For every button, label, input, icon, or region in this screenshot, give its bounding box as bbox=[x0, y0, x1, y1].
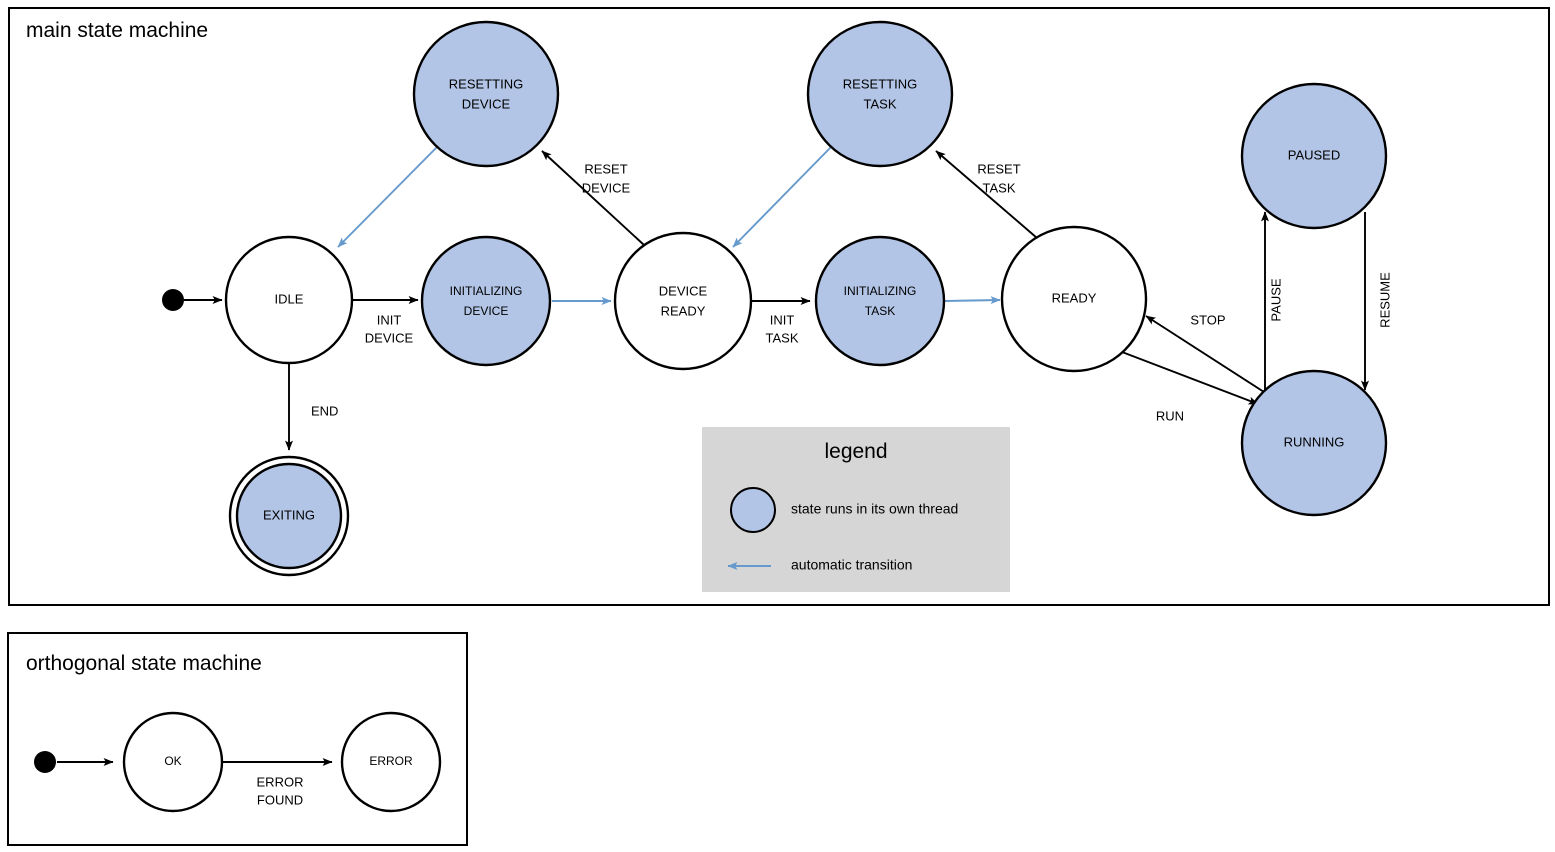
state-device-ready-label-line2: READY bbox=[661, 303, 706, 318]
edge-label-init-device-line2: DEVICE bbox=[365, 330, 414, 345]
orthogonal-transitions: ERROR FOUND bbox=[57, 758, 333, 807]
transition-ready-to-resetting-task bbox=[935, 150, 1038, 239]
edge-label-reset-task-line2: TASK bbox=[983, 180, 1016, 195]
state-device-ready-shape[interactable] bbox=[613, 231, 753, 371]
main-transitions: INIT DEVICE RESET DEVICE INIT TASK RESET… bbox=[184, 146, 1392, 451]
state-running-shape[interactable] bbox=[1240, 369, 1388, 517]
orthogonal-states: OK ERROR bbox=[34, 711, 442, 813]
transition-ready-to-running bbox=[1121, 351, 1259, 405]
edge-label-resume: RESUME bbox=[1377, 272, 1392, 328]
transition-device-ready-to-resetting-device bbox=[541, 150, 645, 246]
edge-label-end: END bbox=[311, 403, 338, 418]
state-resetting-device-shape[interactable] bbox=[412, 20, 560, 168]
state-resetting-device-label-line2: DEVICE bbox=[462, 96, 511, 111]
state-error-shape[interactable] bbox=[340, 711, 442, 813]
state-ready-shape[interactable] bbox=[1000, 225, 1148, 373]
state-initializing-device-shape[interactable] bbox=[420, 235, 552, 367]
edge-label-init-task-line2: TASK bbox=[766, 330, 799, 345]
start-state-marker bbox=[162, 289, 184, 311]
edge-label-pause: PAUSE bbox=[1268, 278, 1283, 321]
state-device-ready[interactable]: DEVICE READY bbox=[613, 231, 753, 371]
legend-thread-circle-icon bbox=[730, 487, 776, 533]
transition-running-to-ready bbox=[1145, 315, 1265, 393]
edge-label-reset-device-line2: DEVICE bbox=[582, 180, 631, 195]
state-idle-shape[interactable] bbox=[224, 235, 354, 365]
state-ok[interactable]: OK bbox=[122, 711, 224, 813]
state-idle[interactable]: IDLE bbox=[224, 235, 354, 365]
orthogonal-start-state-marker bbox=[34, 751, 56, 773]
state-ready[interactable]: READY bbox=[1000, 225, 1148, 373]
edge-label-stop: STOP bbox=[1190, 312, 1225, 327]
edge-label-error-found-line2: FOUND bbox=[257, 792, 303, 807]
state-resetting-task[interactable]: RESETTING TASK bbox=[806, 20, 954, 168]
orthogonal-state-machine-frame: orthogonal state machine ERROR FOUND OK … bbox=[7, 632, 468, 846]
edge-label-reset-task-line1: RESET bbox=[977, 161, 1020, 176]
state-ready-label: READY bbox=[1052, 290, 1097, 305]
state-ok-label: OK bbox=[164, 754, 181, 768]
state-exiting-shape[interactable] bbox=[235, 462, 343, 570]
edge-label-reset-device-line1: RESET bbox=[584, 161, 627, 176]
state-running-label: RUNNING bbox=[1284, 434, 1345, 449]
state-initializing-task-label-line2: TASK bbox=[865, 304, 895, 318]
orthogonal-frame-title: orthogonal state machine bbox=[26, 652, 262, 675]
transition-initializing-task-to-ready bbox=[944, 296, 1001, 305]
state-error-label: ERROR bbox=[369, 754, 413, 768]
state-resetting-task-shape[interactable] bbox=[806, 20, 954, 168]
edge-label-error-found-line1: ERROR bbox=[257, 774, 304, 789]
state-initializing-device[interactable]: INITIALIZING DEVICE bbox=[420, 235, 552, 367]
state-exiting-label: EXITING bbox=[263, 507, 315, 522]
state-exiting-outer-ring bbox=[228, 455, 350, 577]
state-initializing-task-label-line1: INITIALIZING bbox=[844, 284, 917, 298]
state-resetting-device-label-line1: RESETTING bbox=[449, 76, 523, 91]
state-device-ready-label-line1: DEVICE bbox=[659, 283, 708, 298]
legend-title: legend bbox=[824, 440, 887, 463]
state-initializing-task[interactable]: INITIALIZING TASK bbox=[814, 235, 946, 367]
state-paused[interactable]: PAUSED bbox=[1240, 82, 1388, 230]
state-resetting-task-label-line1: RESETTING bbox=[843, 76, 917, 91]
legend: legend state runs in its own thread auto… bbox=[702, 427, 1010, 592]
legend-item-auto-label: automatic transition bbox=[791, 557, 912, 573]
transition-resetting-task-to-device-ready bbox=[732, 146, 832, 248]
state-paused-label: PAUSED bbox=[1288, 147, 1341, 162]
legend-item-thread-label: state runs in its own thread bbox=[791, 501, 958, 517]
state-paused-shape[interactable] bbox=[1240, 82, 1388, 230]
edge-label-init-device-line1: INIT bbox=[377, 312, 402, 327]
state-error[interactable]: ERROR bbox=[340, 711, 442, 813]
state-initializing-task-shape[interactable] bbox=[814, 235, 946, 367]
state-initializing-device-label-line1: INITIALIZING bbox=[450, 284, 523, 298]
state-running[interactable]: RUNNING bbox=[1240, 369, 1388, 517]
edge-label-run: RUN bbox=[1156, 408, 1184, 423]
state-ok-shape[interactable] bbox=[122, 711, 224, 813]
main-states: IDLE RESETTING DEVICE INITIALIZING DEVIC… bbox=[162, 20, 1388, 577]
state-exiting[interactable]: EXITING bbox=[228, 455, 350, 577]
state-resetting-task-label-line2: TASK bbox=[864, 96, 897, 111]
main-frame-title: main state machine bbox=[26, 19, 208, 42]
state-idle-label: IDLE bbox=[275, 291, 304, 306]
transition-resetting-device-to-idle bbox=[337, 146, 438, 248]
edge-label-init-task-line1: INIT bbox=[770, 312, 795, 327]
state-initializing-device-label-line2: DEVICE bbox=[464, 304, 509, 318]
state-resetting-device[interactable]: RESETTING DEVICE bbox=[412, 20, 560, 168]
